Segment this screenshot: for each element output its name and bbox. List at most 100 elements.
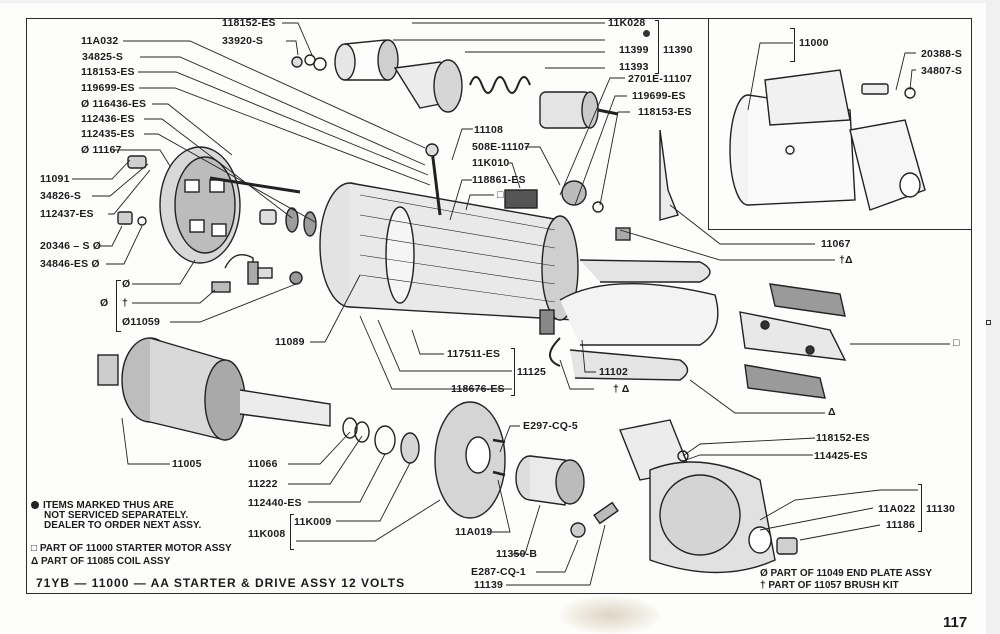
bush-11186 — [776, 537, 798, 555]
scrollbar-gutter — [986, 0, 1000, 634]
assembled-starter-inset — [708, 18, 972, 230]
solenoid-spring — [469, 76, 531, 94]
assembled-starter — [729, 69, 926, 211]
filled-dot-icon — [31, 501, 39, 509]
label-118861-es: 118861-ES — [472, 174, 526, 186]
nut-e287 — [570, 522, 586, 538]
label-112435-es: 112435-ES — [81, 128, 135, 140]
washer-11222 — [354, 421, 370, 443]
nut-33920 — [291, 56, 303, 68]
solenoid-plunger — [539, 91, 619, 129]
brush-set — [211, 254, 303, 293]
label-119699-es-right: 119699-ES — [632, 90, 686, 102]
label-11059: Ø11059 — [122, 316, 160, 328]
label-117511-es: 117511-ES — [447, 348, 501, 360]
label-triangle-marker: Δ — [828, 406, 836, 418]
label-11393: 11393 — [619, 61, 649, 73]
label-11186: 11186 — [886, 519, 916, 531]
label-brush-end-plate-marker: Ø — [122, 278, 131, 290]
bush-11091 — [127, 155, 147, 169]
legend-not-serviced-line-2: NOT SERVICED SEPARATELY. — [44, 510, 189, 521]
label-34807-s: 34807-S — [921, 65, 963, 77]
terminal-plate-508e — [561, 180, 587, 206]
label-11390: 11390 — [663, 44, 693, 56]
seal-112440 — [374, 425, 396, 455]
solenoid-housing — [334, 39, 463, 113]
label-square-marker-pole: □ — [953, 337, 960, 349]
label-e297-cq-5: E297-CQ-5 — [523, 420, 578, 432]
bush-11k009 — [400, 432, 420, 464]
leader-lines — [72, 22, 950, 586]
bolt-group-bracket — [511, 348, 515, 396]
label-11k009: 11K009 — [294, 516, 332, 528]
legend-triangle-coil: Δ PART OF 11085 COIL ASSY — [31, 556, 171, 567]
armature — [97, 337, 331, 441]
brush-group-bracket — [116, 280, 121, 332]
label-34826-s: 34826-S — [40, 190, 82, 202]
label-dagger-triangle-bottom: † Δ — [613, 383, 630, 395]
washer-11066 — [342, 417, 358, 439]
label-11399: 11399 — [619, 44, 649, 56]
label-11k010: 11K010 — [472, 157, 510, 169]
label-11125: 11125 — [517, 366, 547, 378]
label-brush-group-marker: Ø — [100, 297, 109, 309]
legend-not-serviced: ITEMS MARKED THUS ARE — [31, 500, 174, 511]
drive-end-housing-11130 — [619, 419, 776, 574]
label-11089: 11089 — [275, 336, 305, 348]
label-508e-11107: 508E-11107 — [472, 141, 531, 153]
label-brush-dagger-marker: † — [122, 297, 129, 309]
label-114425-es: 114425-ES — [814, 450, 868, 462]
diagram-title: 71YB — 11000 — AA STARTER & DRIVE ASSY 1… — [36, 576, 406, 590]
label-118152-es-right: 118152-ES — [816, 432, 870, 444]
label-11108: 11108 — [474, 124, 504, 136]
label-11350-b: 11350-B — [496, 548, 538, 560]
field-coils — [539, 259, 719, 381]
through-bolt — [209, 176, 301, 194]
label-33920-s: 33920-S — [222, 35, 264, 47]
label-11139: 11139 — [474, 579, 504, 591]
label-11a032: 11A032 — [81, 35, 119, 47]
label-118153-es-left: 118153-ES — [81, 66, 135, 78]
bush-group-bracket — [290, 514, 294, 550]
label-20388-s: 20388-S — [921, 48, 963, 60]
end-plate — [159, 146, 241, 264]
label-11k008: 11K008 — [248, 528, 286, 540]
housing-group-bracket — [918, 484, 922, 532]
diagram-frame — [26, 18, 972, 594]
label-2701e-11107: 2701E-11107 — [628, 73, 693, 85]
label-e287-cq-1: E287-CQ-1 — [471, 566, 526, 578]
label-119699-es-left: 119699-ES — [81, 82, 135, 94]
label-11k028: 11K028 — [608, 17, 646, 29]
label-11066: 11066 — [248, 458, 278, 470]
inset-bracket — [790, 28, 795, 62]
brush-holder-11k010 — [504, 189, 538, 209]
legend-brush-kit: † PART OF 11057 BRUSH KIT — [760, 580, 899, 591]
label-118152-es-top: 118152-ES — [222, 17, 276, 29]
label-11167: Ø 11167 — [81, 144, 122, 156]
intermediate-bracket-11a019 — [434, 401, 506, 519]
label-118153-es-right: 118153-ES — [638, 106, 692, 118]
label-11130: 11130 — [926, 503, 956, 515]
label-34846-es: 34846-ES Ø — [40, 258, 100, 270]
drive-pinion-11350b — [515, 455, 585, 506]
pivot-pin-11139 — [593, 501, 619, 525]
label-11005: 11005 — [172, 458, 202, 470]
top-edge — [0, 0, 1000, 3]
label-20346-s: 20346 – S Ø — [40, 240, 102, 252]
label-116436-es: Ø 116436-ES — [81, 98, 147, 110]
drive-lever-11067 — [659, 129, 679, 221]
label-112437-es: 112437-ES — [40, 208, 94, 220]
label-11222: 11222 — [248, 478, 278, 490]
label-11102: 11102 — [599, 366, 629, 378]
label-118676-es: 118676-ES — [451, 383, 505, 395]
label-34825-s: 34825-S — [82, 51, 124, 63]
page-number: 117 — [943, 614, 968, 631]
solenoid-group-bracket — [655, 20, 659, 74]
terminal-stud — [430, 149, 442, 216]
label-11a022: 11A022 — [878, 503, 916, 515]
label-11091: 11091 — [40, 173, 70, 185]
bolt-20346 — [117, 211, 133, 225]
yoke-field-frame — [319, 182, 579, 321]
pole-shoes — [739, 283, 847, 399]
label-112436-es: 112436-ES — [81, 113, 135, 125]
